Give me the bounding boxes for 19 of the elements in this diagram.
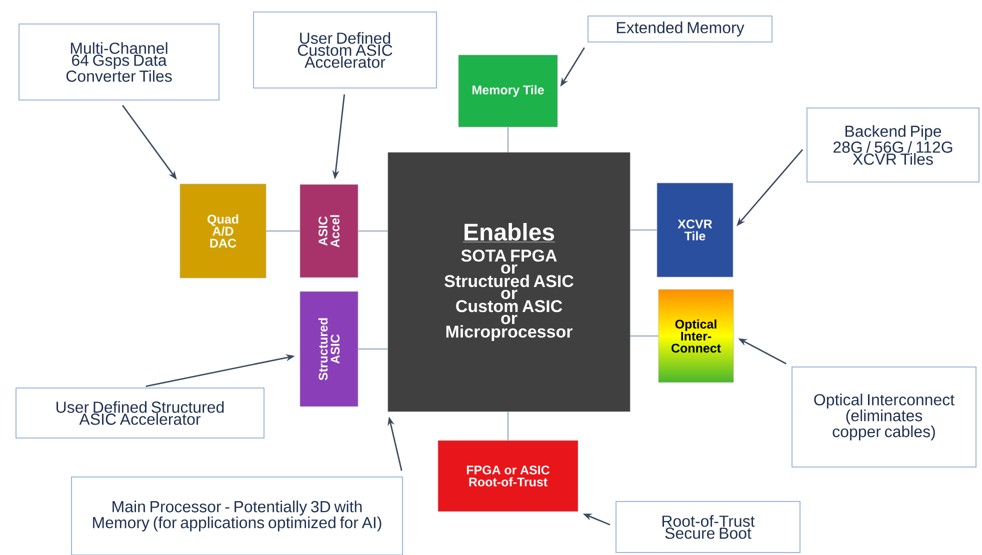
callout-box: Extended Memory: [588, 16, 772, 42]
processor-block: Enables SOTA FPGA or Structured ASIC or Custom ASIC or Microprocessor: [388, 152, 630, 412]
callout-box: Main Processor - Potentially 3D with Memory (for applications optimized for AI): [71, 476, 403, 555]
tile-block: Optical Inter-Connect: [658, 289, 734, 383]
callout-box: Root-of-Trust Secure Boot: [616, 501, 800, 553]
tile-block: Structured ASIC: [300, 291, 358, 407]
tile-block: Memory Tile: [458, 54, 558, 128]
connector-line: [358, 230, 388, 232]
connector-line: [266, 230, 300, 232]
callout-box: Backend Pipe 28G / 56G / 112G XCVR Tiles: [806, 108, 980, 182]
connector-line: [358, 348, 388, 350]
tile-block: FPGA or ASIC Root-of-Trust: [438, 440, 578, 512]
callout-box: User Defined Custom ASIC Accelerator: [253, 12, 437, 88]
tile-block: Quad A/D DAC: [180, 184, 266, 278]
tile-block: ASIC Accel: [300, 184, 358, 278]
callout-box: Optical Interconnect (eliminates copper cables): [792, 366, 976, 468]
callout-box: Multi-Channel 64 Gsps Data Converter Tiles: [18, 24, 220, 100]
tile-block: XCVR Tile: [656, 182, 734, 278]
callout-box: User Defined Structured ASIC Accelerator: [16, 388, 264, 438]
